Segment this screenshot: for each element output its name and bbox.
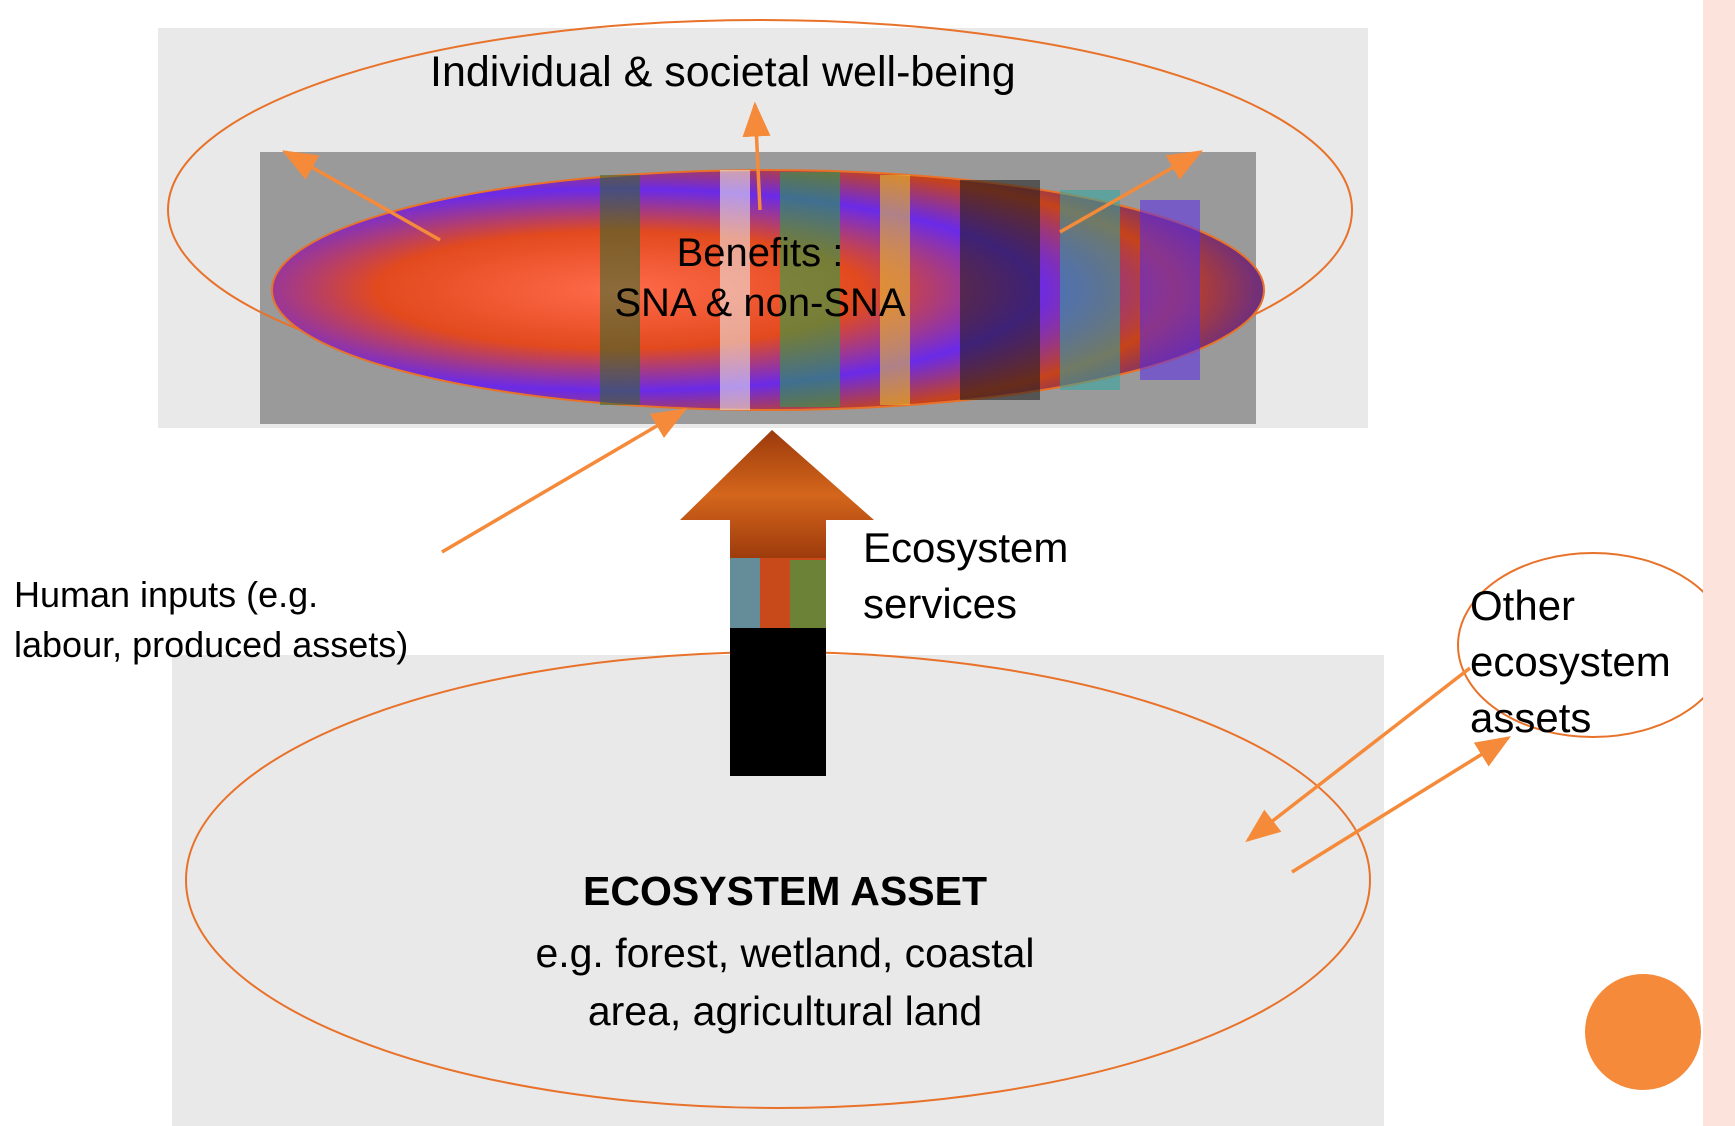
benefits-arrow-center — [742, 101, 771, 211]
human-inputs-line-1: Human inputs (e.g. — [14, 574, 319, 615]
services-line-2: services — [863, 580, 1018, 627]
other-line-3: assets — [1470, 694, 1592, 741]
benefits-arrow-left — [281, 150, 441, 242]
ecosystem-services-label: Ecosystem services — [863, 520, 1068, 632]
human-inputs-line-2: labour, produced assets) — [14, 624, 409, 665]
slide-side-bar — [1703, 0, 1735, 1126]
asset-to-other-arrow — [1291, 736, 1511, 874]
benefits-texture — [600, 170, 1200, 410]
human-inputs-arrow — [441, 408, 688, 554]
services-line-1: Ecosystem — [863, 524, 1069, 571]
other-line-2: ecosystem — [1470, 638, 1671, 685]
ecosystem-services-arrow — [680, 430, 874, 776]
other-assets-label: Other ecosystem assets — [1470, 578, 1671, 746]
slide-decoration-circle — [1585, 974, 1701, 1090]
benefits-line-2: SNA & non-SNA — [614, 281, 906, 325]
benefits-arrow-right — [1059, 150, 1204, 234]
other-to-asset-arrow — [1245, 666, 1472, 843]
other-line-1: Other — [1470, 582, 1576, 629]
benefits-line-1: Benefits : — [676, 231, 844, 275]
wellbeing-label: Individual & societal well-being — [430, 48, 1016, 96]
asset-heading: ECOSYSTEM ASSET — [583, 868, 987, 914]
human-inputs-label: Human inputs (e.g. labour, produced asse… — [14, 570, 408, 670]
asset-desc-line-2: area, agricultural land — [587, 988, 983, 1034]
asset-desc-line-1: e.g. forest, wetland, coastal — [535, 930, 1035, 976]
asset-description: e.g. forest, wetland, coastal area, agri… — [430, 924, 1140, 1040]
benefits-label: Benefits : SNA & non-SNA — [570, 228, 950, 328]
